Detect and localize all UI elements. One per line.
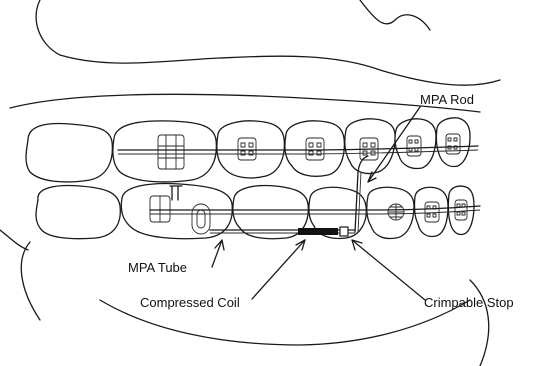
- upper-molar-back: [26, 124, 112, 182]
- label-mpa-tube: MPA Tube: [128, 260, 187, 275]
- label-crimpable-stop: Crimpable Stop: [424, 295, 514, 310]
- lower-molar-back: [36, 186, 120, 239]
- leader-compressed-coil: [252, 240, 305, 299]
- upper-canine: [345, 119, 395, 174]
- upper-lateral-incisor: [395, 119, 436, 169]
- compressed-coil: [298, 228, 338, 235]
- leader-mpa-tube: [212, 240, 222, 267]
- leader-crimpable-stop: [352, 240, 425, 300]
- crimpable-stop: [340, 227, 348, 236]
- lower-premolar-2: [233, 186, 308, 239]
- lower-canine: [367, 187, 414, 238]
- lip-outline: [0, 0, 500, 366]
- upper-central-incisor: [436, 118, 470, 167]
- label-mpa-rod: MPA Rod: [420, 92, 474, 107]
- upper-premolar-1: [285, 121, 344, 176]
- label-compressed-coil: Compressed Coil: [140, 295, 240, 310]
- upper-molar-1: [113, 121, 216, 182]
